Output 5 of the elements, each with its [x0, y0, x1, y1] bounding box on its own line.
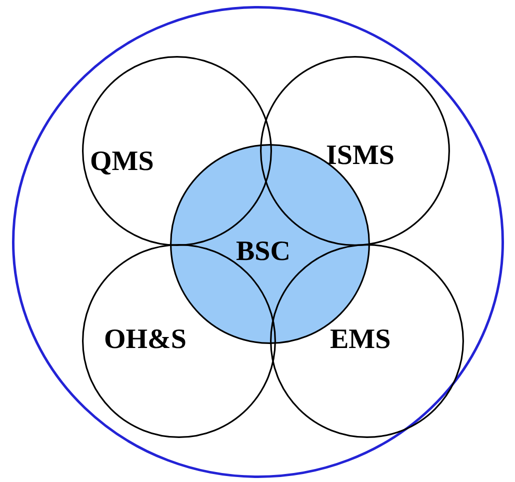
circle-label: EMS: [330, 326, 391, 354]
circle-label: OH&S: [104, 326, 186, 354]
circle-label: BSC: [236, 238, 290, 266]
circle-label: ISMS: [326, 142, 394, 170]
circle-label: QMS: [90, 148, 154, 176]
